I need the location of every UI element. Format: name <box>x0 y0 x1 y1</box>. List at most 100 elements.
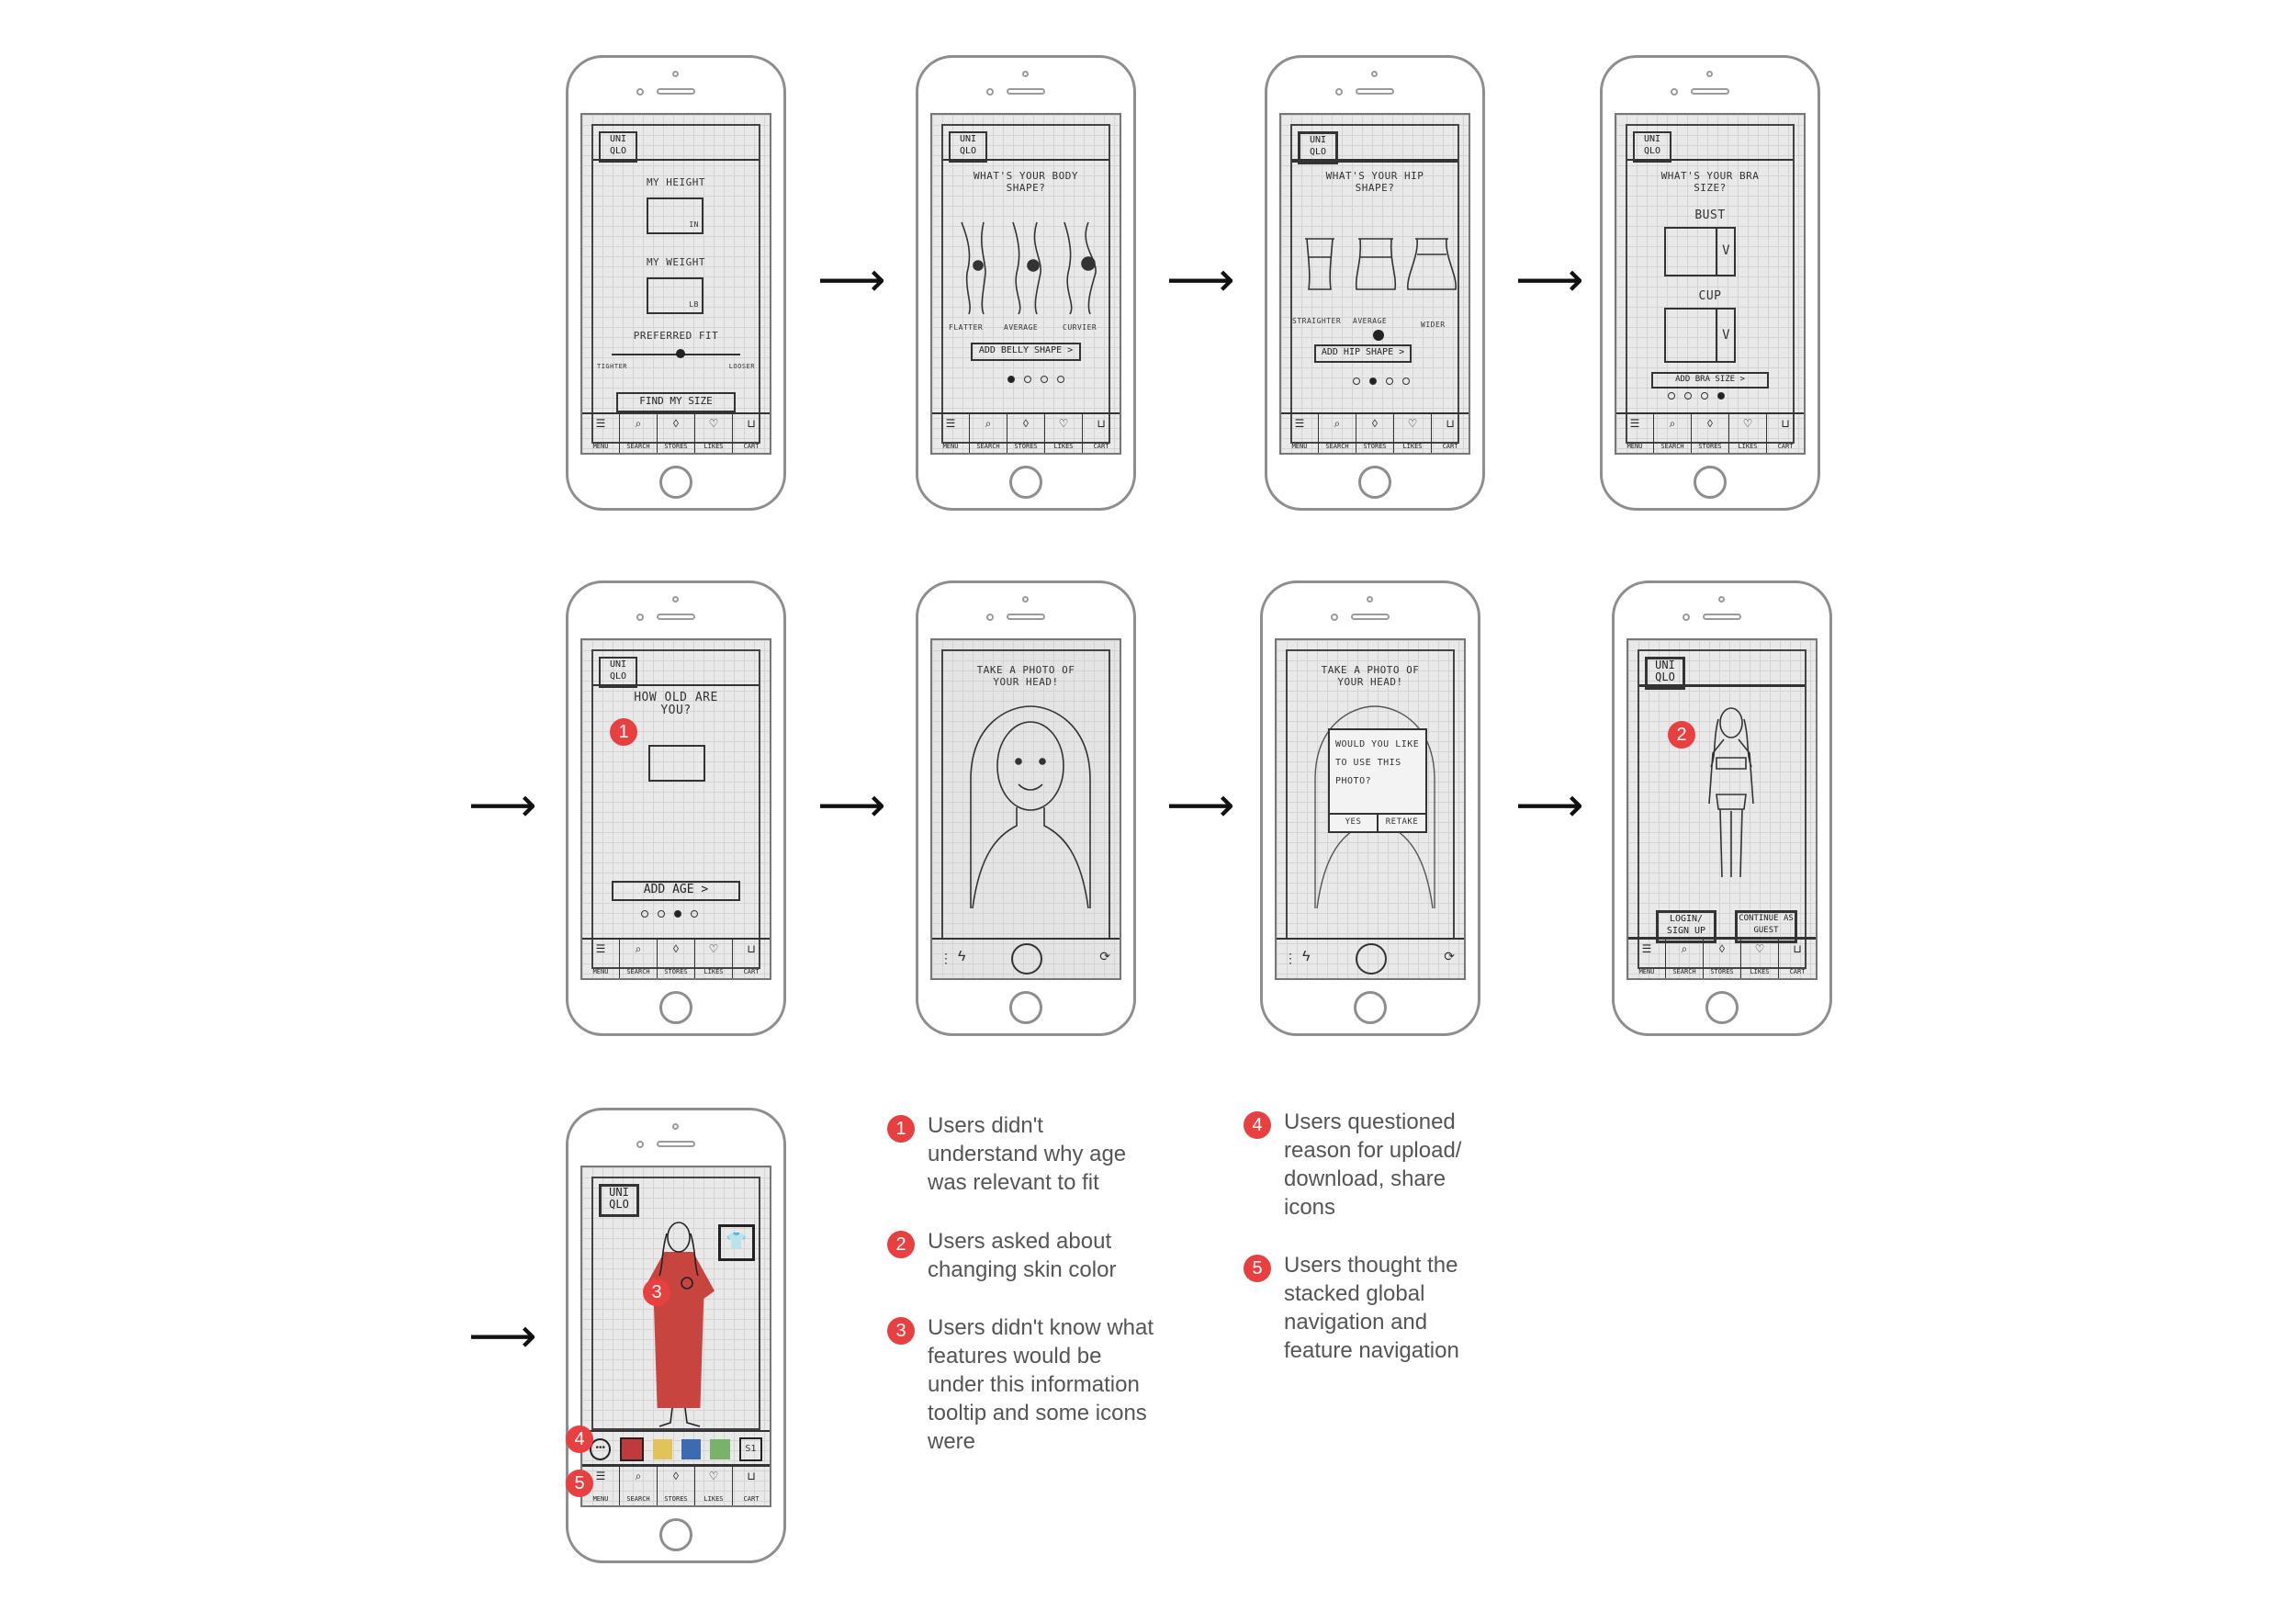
height-input[interactable]: IN <box>647 197 703 234</box>
nav-likes[interactable]: ♡LIKES <box>1394 414 1432 453</box>
bottom-nav: ☰MENU ⌕SEARCH ◊STORES ♡LIKES ⊔CART <box>1616 412 1804 453</box>
retake-button[interactable]: RETAKE <box>1385 817 1419 827</box>
nav-menu[interactable]: ☰MENU <box>582 940 620 978</box>
nav-likes[interactable]: ♡LIKES <box>695 1467 733 1505</box>
nav-cart[interactable]: ⊔CART <box>1093 417 1109 450</box>
bottom-nav: ☰MENU ⌕SEARCH ◊STORES ♡LIKES ⊔CART <box>1628 937 1816 978</box>
screen-title: WHAT'S YOUR BRA SIZE? <box>1660 170 1760 194</box>
nav-search[interactable]: ⌕SEARCH <box>1654 414 1692 453</box>
sketch-screen-camera: TAKE A PHOTO OF YOUR HEAD! ⋮ ϟ ⟳ <box>930 638 1121 980</box>
bottom-nav: ☰MENU ⌕SEARCH ◊STORES ♡LIKES ⊔CART <box>582 412 770 453</box>
nav-search[interactable]: ⌕SEARCH <box>970 414 1007 453</box>
tshirt-icon[interactable]: 👕 <box>718 1224 755 1261</box>
phone-frame: UNI QLO WHAT'S YOUR BRA SIZE? BUST V CUP… <box>1600 55 1820 511</box>
fit-slider[interactable] <box>612 349 740 358</box>
nav-stores[interactable]: ◊STORES <box>1356 414 1394 453</box>
color-swatch-red[interactable] <box>620 1437 644 1461</box>
shutter-button[interactable] <box>1011 943 1042 974</box>
nav-stores[interactable]: ◊STORES <box>658 414 695 453</box>
bust-select[interactable]: V <box>1664 227 1736 276</box>
feedback-badge-2: 2 <box>1668 721 1695 749</box>
nav-menu[interactable]: ☰MENU <box>1628 940 1666 978</box>
height-label: MY HEIGHT <box>646 176 706 188</box>
nav-stores[interactable]: ◊STORES <box>658 940 695 978</box>
screen-title: WHAT'S YOUR HIP SHAPE? <box>1325 170 1424 194</box>
home-button[interactable] <box>659 991 692 1024</box>
flow-arrow: ⟶ <box>1166 778 1235 833</box>
nav-search[interactable]: ⌕SEARCH <box>1666 940 1704 978</box>
nav-cart[interactable]: ⊔CART <box>743 1470 760 1503</box>
more-options-icon[interactable]: ⋮ <box>1284 951 1297 965</box>
sketch-screen-confirm-photo: TAKE A PHOTO OF YOUR HEAD! WOULD YOU LIK… <box>1275 638 1466 980</box>
add-hip-shape-button[interactable]: ADD HIP SHAPE > <box>1314 344 1412 363</box>
find-my-size-button[interactable]: FIND MY SIZE <box>616 392 736 412</box>
nav-search[interactable]: ⌕SEARCH <box>620 414 658 453</box>
home-button[interactable] <box>659 466 692 499</box>
nav-likes[interactable]: ♡LIKES <box>695 940 733 978</box>
home-button[interactable] <box>1358 466 1391 499</box>
switch-camera-icon[interactable]: ⟳ <box>1444 949 1455 963</box>
feedback-badge-4: 4 <box>566 1425 593 1453</box>
add-bra-size-button[interactable]: ADD BRA SIZE > <box>1651 372 1769 389</box>
body-shape-illustrations <box>961 221 1097 315</box>
continue-as-guest-button[interactable]: CONTINUE AS GUEST <box>1735 910 1797 943</box>
flash-icon[interactable]: ϟ <box>1302 949 1311 964</box>
weight-input[interactable]: LB <box>647 277 703 314</box>
nav-menu[interactable]: ☰MENU <box>1281 414 1319 453</box>
home-button[interactable] <box>659 1518 692 1551</box>
flash-icon[interactable]: ϟ <box>958 949 966 964</box>
login-sign-up-button[interactable]: LOGIN/ SIGN UP <box>1656 910 1716 943</box>
nav-cart[interactable]: ⊔CART <box>743 942 760 975</box>
camera-bar: ⋮ ϟ ⟳ <box>1277 938 1464 978</box>
nav-likes[interactable]: ♡LIKES <box>1045 414 1083 453</box>
shutter-button[interactable] <box>1356 943 1387 974</box>
sketch-screen-body-shape: UNI QLO WHAT'S YOUR BODY SHAPE? FLATTER … <box>930 113 1121 455</box>
nav-cart[interactable]: ⊔CART <box>1777 417 1794 450</box>
page-indicator <box>1668 392 1725 400</box>
face-sketch <box>970 705 1091 908</box>
home-button[interactable] <box>1009 466 1042 499</box>
nav-cart[interactable]: ⊔CART <box>1789 942 1806 975</box>
age-input[interactable] <box>648 745 705 782</box>
yes-button[interactable]: YES <box>1330 815 1379 831</box>
nav-cart[interactable]: ⊔CART <box>1442 417 1458 450</box>
nav-menu[interactable]: ☰MENU <box>932 414 970 453</box>
switch-camera-icon[interactable]: ⟳ <box>1099 949 1110 963</box>
nav-stores[interactable]: ◊STORES <box>1007 414 1045 453</box>
nav-stores[interactable]: ◊STORES <box>1692 414 1729 453</box>
phone-frame: UNI QLO HOW OLD ARE YOU? ADD AGE > ☰MENU… <box>566 580 786 1036</box>
nav-likes[interactable]: ♡LIKES <box>1741 940 1779 978</box>
nav-cart[interactable]: ⊔CART <box>743 417 760 450</box>
home-button[interactable] <box>1009 991 1042 1024</box>
home-button[interactable] <box>1694 466 1727 499</box>
nav-stores[interactable]: ◊STORES <box>658 1467 695 1505</box>
nav-likes[interactable]: ♡LIKES <box>1729 414 1767 453</box>
nav-menu[interactable]: ☰MENU <box>582 1467 620 1505</box>
color-swatch-yellow[interactable] <box>652 1439 673 1459</box>
nav-search[interactable]: ⌕SEARCH <box>1319 414 1356 453</box>
sketch-screen-hip-shape: UNI QLO WHAT'S YOUR HIP SHAPE? STRAIGHTE… <box>1279 113 1470 455</box>
home-button[interactable] <box>1705 991 1739 1024</box>
uniqlo-logo: UNI QLO <box>599 131 637 163</box>
sketch-screen-bra-size: UNI QLO WHAT'S YOUR BRA SIZE? BUST V CUP… <box>1615 113 1806 455</box>
info-tooltip-icon[interactable]: ••• <box>590 1438 612 1460</box>
screen-title: HOW OLD ARE YOU? <box>634 691 718 717</box>
color-swatch-green[interactable] <box>710 1439 730 1459</box>
sketch-screen-size: UNI QLO MY HEIGHT IN MY WEIGHT LB PREFER… <box>580 113 771 455</box>
add-belly-shape-button[interactable]: ADD BELLY SHAPE > <box>971 343 1081 361</box>
add-age-button[interactable]: ADD AGE > <box>612 881 740 901</box>
color-swatch-blue[interactable] <box>681 1439 702 1459</box>
cup-select[interactable]: V <box>1664 308 1736 363</box>
phone-frame: UNI QLO LOGIN/ SIGN UP CONTINUE AS GUEST… <box>1612 580 1832 1036</box>
more-options-icon[interactable]: ⋮ <box>940 951 952 965</box>
flow-arrow: ⟶ <box>468 778 537 833</box>
nav-search[interactable]: ⌕SEARCH <box>620 1467 658 1505</box>
nav-menu[interactable]: ☰MENU <box>1616 414 1654 453</box>
size-selector[interactable]: S1 <box>738 1437 763 1461</box>
nav-stores[interactable]: ◊STORES <box>1704 940 1741 978</box>
home-button[interactable] <box>1354 991 1387 1024</box>
nav-menu[interactable]: ☰MENU <box>582 414 620 453</box>
hip-shape-illustrations <box>1305 238 1457 290</box>
nav-search[interactable]: ⌕SEARCH <box>620 940 658 978</box>
nav-likes[interactable]: ♡LIKES <box>695 414 733 453</box>
